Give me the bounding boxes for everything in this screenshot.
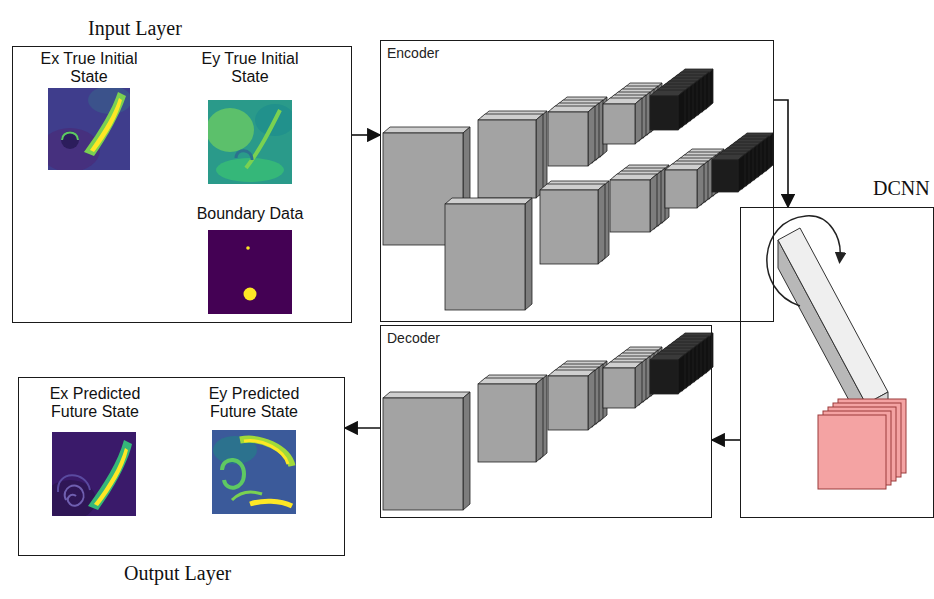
flow-arrow bbox=[712, 439, 740, 441]
slab-front bbox=[445, 204, 525, 310]
layer-box: Decoder bbox=[380, 325, 712, 518]
layer-heading: Output Layer bbox=[124, 562, 231, 585]
image-caption: Ey Predicted Future State bbox=[190, 385, 318, 420]
boundary-map bbox=[208, 230, 292, 314]
slab-front bbox=[603, 104, 635, 144]
slab-side bbox=[650, 174, 657, 232]
ey-predicted-heatmap bbox=[212, 430, 296, 514]
flow-arrow bbox=[345, 427, 380, 429]
ex-initial-heatmap bbox=[48, 88, 130, 170]
slab-side bbox=[525, 198, 532, 310]
ey-initial-heatmap bbox=[208, 100, 292, 184]
image-caption: Ey True Initial State bbox=[196, 50, 304, 85]
image-caption: Ex Predicted Future State bbox=[36, 385, 154, 420]
layer-box: Input Layer bbox=[12, 46, 352, 323]
layer-box: Encoder bbox=[380, 40, 774, 322]
slab-side bbox=[598, 184, 605, 264]
slab-top bbox=[383, 127, 470, 133]
conv-block bbox=[712, 133, 773, 192]
slab-side bbox=[678, 90, 685, 130]
slab-top bbox=[548, 106, 595, 112]
slab-front bbox=[548, 376, 588, 430]
slab-side bbox=[536, 378, 543, 462]
layer-box: DCNN bbox=[740, 207, 934, 518]
slab-top bbox=[383, 392, 470, 398]
block-label: Encoder bbox=[387, 45, 439, 61]
conv-block bbox=[548, 97, 607, 166]
slab-side bbox=[635, 98, 642, 144]
slab-top bbox=[540, 184, 605, 190]
slab-top bbox=[610, 174, 657, 180]
slab-front bbox=[712, 160, 738, 192]
slab-front bbox=[603, 368, 635, 408]
slab-front bbox=[650, 360, 678, 394]
slab-side bbox=[588, 370, 595, 430]
conv-block bbox=[383, 392, 470, 510]
flow-arrow bbox=[352, 134, 380, 136]
slab-side bbox=[588, 106, 595, 166]
slab-top bbox=[478, 378, 543, 384]
layer-heading: DCNN bbox=[873, 177, 930, 200]
conv-block bbox=[548, 361, 607, 430]
conv-block bbox=[478, 111, 547, 198]
layer-heading: Input Layer bbox=[88, 17, 182, 40]
slab-front bbox=[478, 120, 536, 198]
flow-arrow bbox=[774, 100, 788, 207]
slab-front bbox=[665, 170, 697, 208]
rotation-arrow bbox=[767, 216, 840, 306]
conv-block bbox=[610, 165, 669, 232]
block-label: Decoder bbox=[387, 330, 440, 346]
slab-front bbox=[610, 180, 650, 232]
slab-side bbox=[678, 354, 685, 394]
slab-side bbox=[697, 164, 704, 208]
ex-predicted-heatmap bbox=[52, 432, 136, 516]
slab-top bbox=[445, 198, 532, 204]
conv-block bbox=[478, 375, 547, 462]
feature-stack bbox=[818, 399, 906, 489]
slab-side bbox=[536, 114, 543, 198]
conv-block bbox=[445, 198, 532, 310]
feature-map bbox=[818, 415, 886, 489]
image-caption: Ex True Initial State bbox=[36, 50, 142, 85]
slab-side bbox=[738, 154, 745, 192]
conv-block bbox=[650, 333, 713, 394]
slab-front bbox=[383, 398, 463, 510]
slab-side bbox=[463, 392, 470, 510]
slab-top bbox=[478, 114, 543, 120]
slab-top bbox=[548, 370, 595, 376]
conv-block bbox=[540, 181, 609, 264]
slab-front bbox=[540, 190, 598, 264]
slab-front bbox=[548, 112, 588, 166]
conv-blocks bbox=[383, 69, 773, 510]
slab-front bbox=[478, 384, 536, 462]
slab-side bbox=[635, 362, 642, 408]
conv-block bbox=[650, 69, 713, 130]
image-caption: Boundary Data bbox=[186, 205, 314, 223]
slab-front bbox=[650, 96, 678, 130]
